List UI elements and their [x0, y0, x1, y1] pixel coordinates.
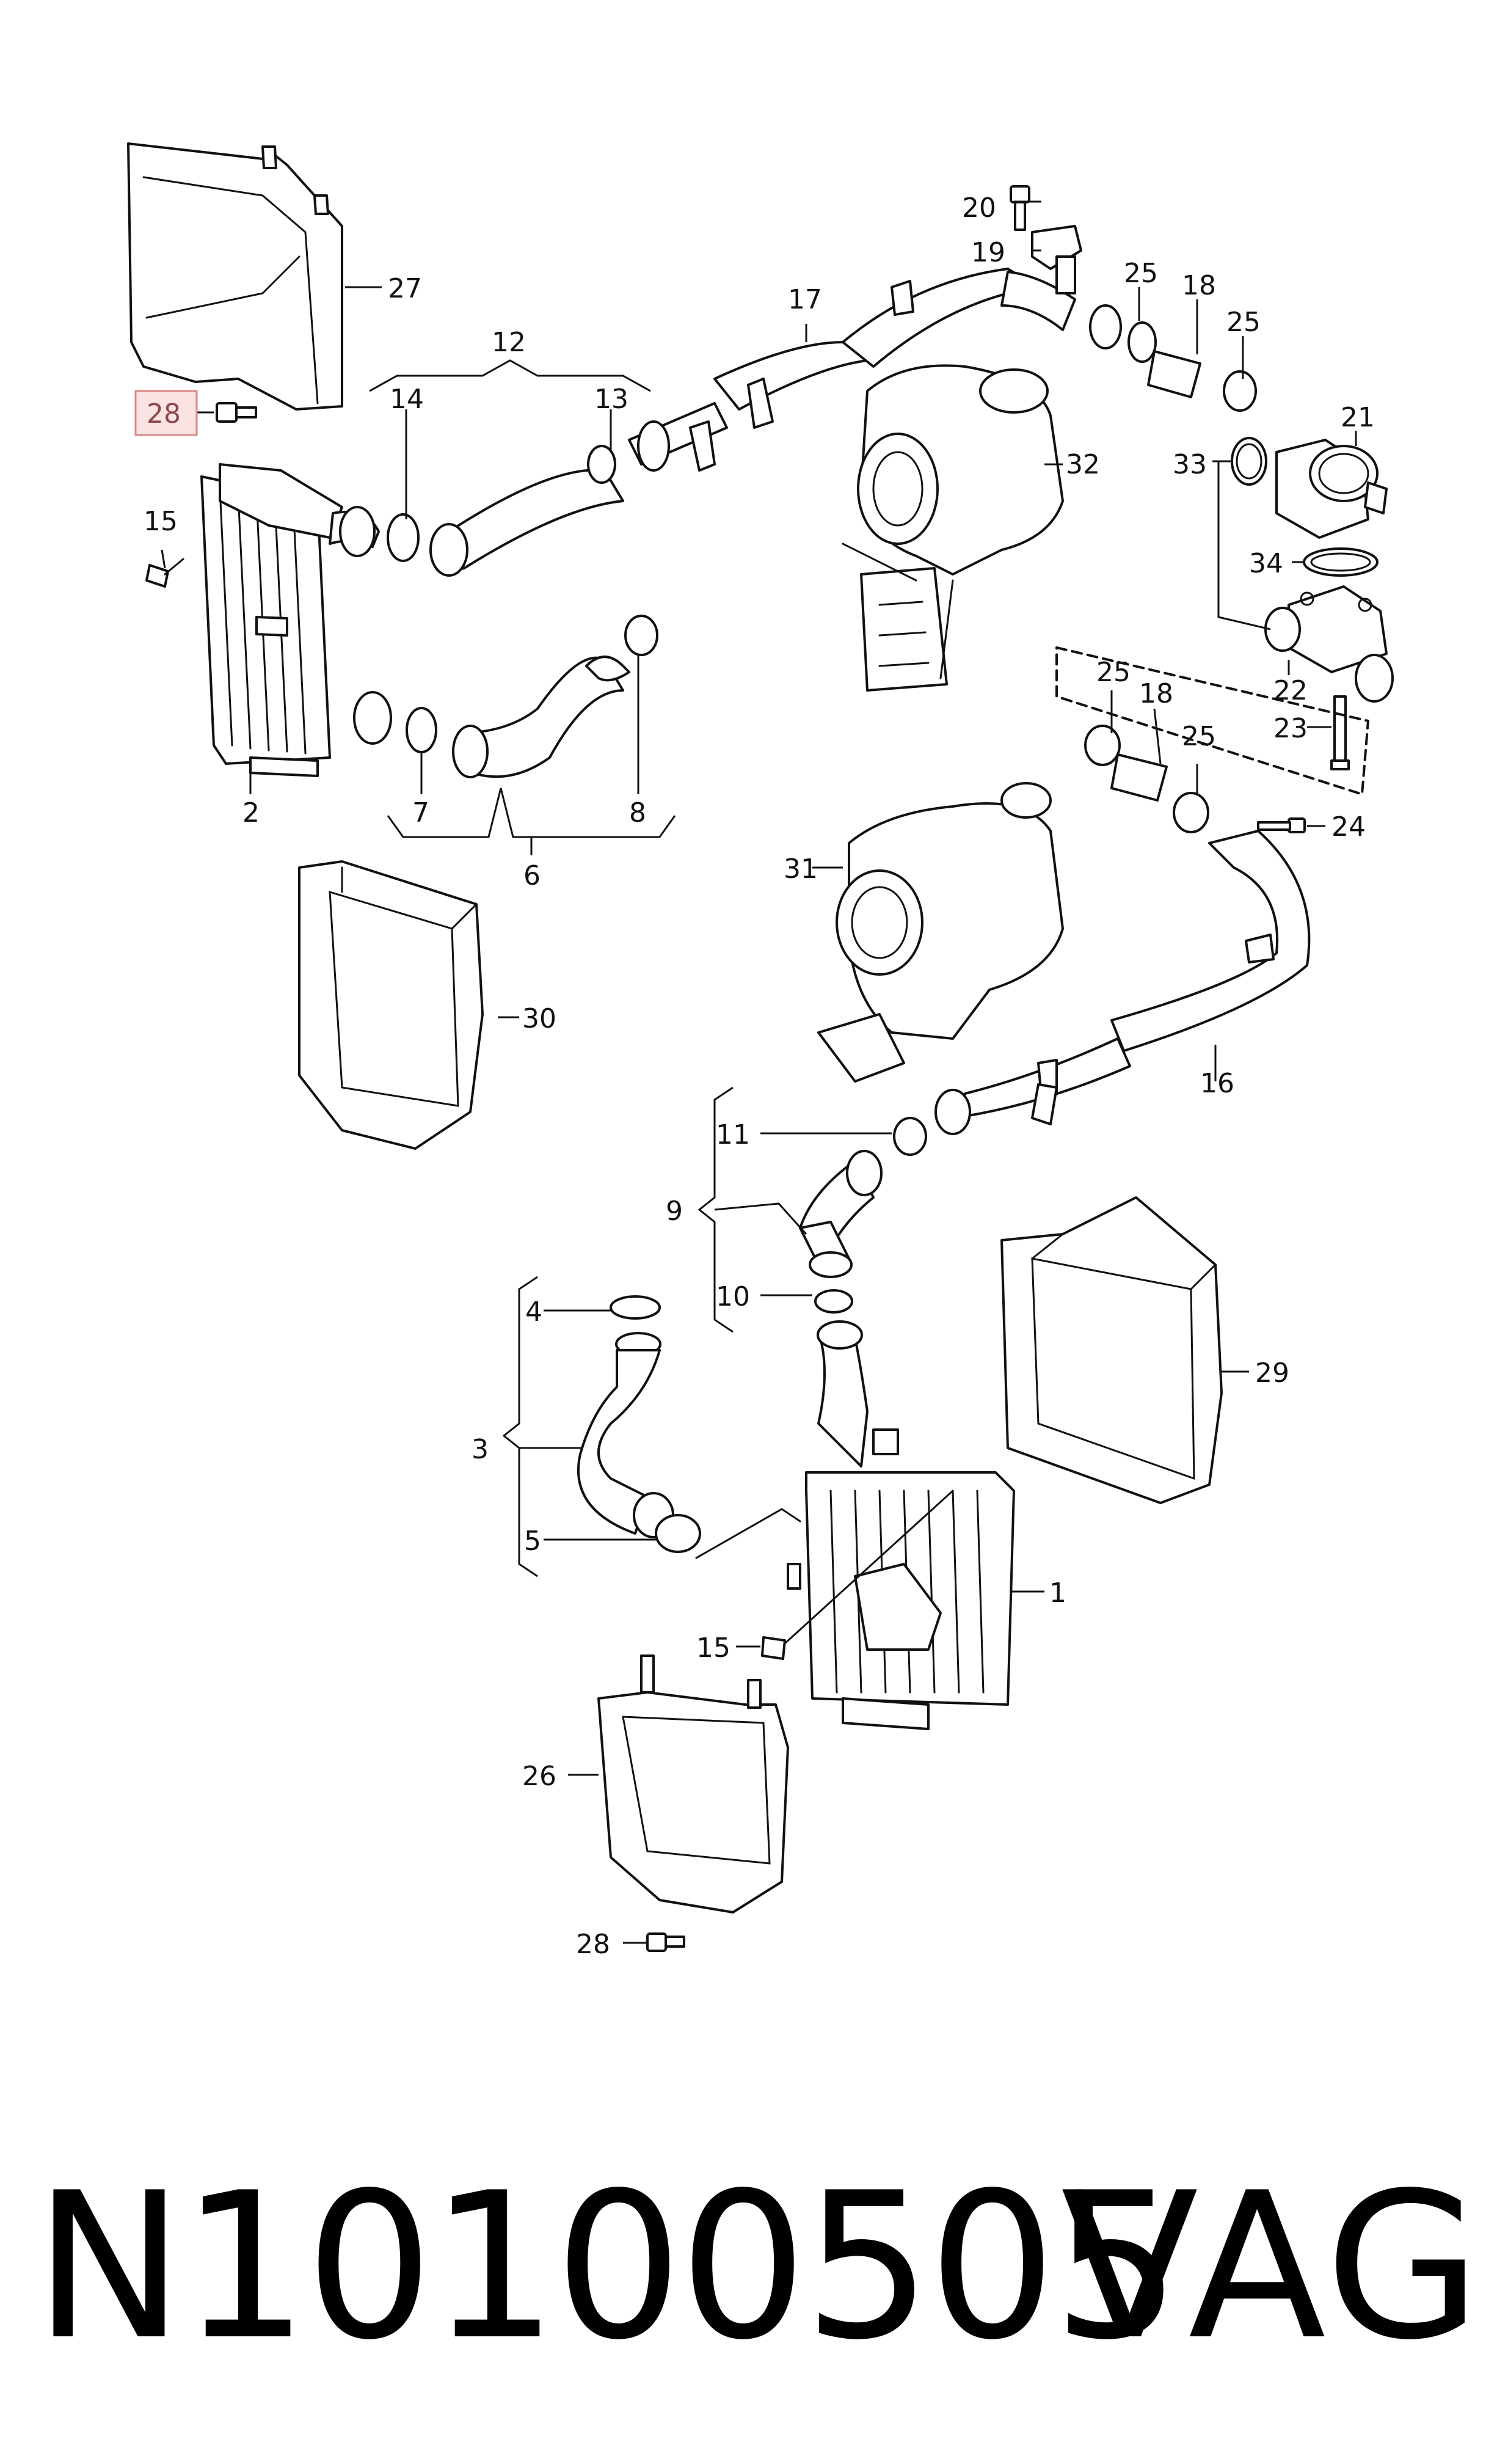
callout-16: 16: [1200, 1068, 1234, 1099]
intercooler-left: [200, 463, 343, 777]
hose-6: [353, 615, 658, 778]
callout-9: 9: [666, 1196, 683, 1227]
callout-15-right: 15: [696, 1632, 730, 1664]
callout-14: 14: [390, 384, 424, 415]
callout-6: 6: [523, 860, 541, 891]
sleeve-18-upper: [1089, 304, 1257, 412]
bolt-24: [1257, 817, 1306, 833]
callout-4: 4: [525, 1296, 542, 1328]
air-guide-29: [1000, 1196, 1223, 1504]
callout-1: 1: [1049, 1577, 1066, 1609]
brand-label: VAG: [1060, 2149, 1484, 2384]
hose-3: [577, 1295, 801, 1559]
callout-34: 34: [1249, 548, 1283, 579]
pipe-17-lower-section: [628, 402, 728, 472]
callout-28-upper: 28: [147, 398, 181, 430]
callout-22: 22: [1273, 675, 1308, 706]
exploded-parts-diagram: 27 28 12 14 13 15 2 7 8 6 17 20 19 25 18…: [127, 142, 1394, 1960]
seal-33: [1231, 437, 1267, 486]
highlight-box-28: [134, 390, 198, 436]
callout-2: 2: [242, 797, 260, 828]
air-guide-26: [597, 1654, 789, 1914]
turbocharger-31: [817, 782, 1064, 1083]
air-guide-30: [298, 860, 484, 1150]
callout-24: 24: [1331, 811, 1366, 843]
callout-19: 19: [971, 237, 1005, 268]
callout-33: 33: [1173, 449, 1207, 480]
bolt-20: [1010, 185, 1030, 231]
footer: N10100505 VAG: [0, 2138, 1508, 2395]
callout-labels: 27 28 12 14 13 15 2 7 8 6 17 20 19 25 18…: [144, 192, 1375, 1960]
callout-31: 31: [784, 854, 818, 885]
bolt-28-upper: [216, 402, 257, 423]
leader-lines: [161, 200, 1357, 1944]
callout-5: 5: [524, 1526, 541, 1557]
intercooler-right: [787, 1320, 1015, 1730]
callout-30: 30: [522, 1003, 556, 1034]
callout-25-top-right: 25: [1226, 307, 1261, 338]
bolt-23: [1330, 695, 1350, 770]
callout-32: 32: [1066, 449, 1100, 480]
seal-34: [1303, 547, 1379, 577]
callout-8: 8: [629, 797, 646, 828]
callout-13: 13: [594, 384, 628, 415]
sleeve-18-lower: [1055, 646, 1369, 833]
callout-25-mid-right: 25: [1182, 721, 1216, 752]
air-guide-upper: [127, 142, 343, 411]
callout-11: 11: [716, 1119, 750, 1150]
callout-21: 21: [1341, 402, 1375, 433]
callout-25-mid-left: 25: [1096, 657, 1131, 688]
callout-7: 7: [412, 797, 429, 828]
bolt-15-left: [145, 558, 184, 588]
callout-29: 29: [1255, 1358, 1289, 1389]
callout-12: 12: [492, 327, 526, 358]
callout-3: 3: [472, 1434, 489, 1465]
pipe-17: [713, 268, 1076, 429]
hose-9: [799, 1117, 927, 1314]
part-number: N10100505: [34, 2149, 1181, 2384]
callout-27: 27: [388, 273, 422, 304]
callout-28-lower: 28: [576, 1929, 610, 1960]
callout-18-lower: 18: [1139, 678, 1173, 709]
sensor-19: [1031, 225, 1082, 294]
callout-26: 26: [522, 1761, 556, 1792]
callout-25-top-left: 25: [1124, 258, 1158, 289]
turbocharger-32: [842, 364, 1064, 692]
callout-18-upper: 18: [1182, 270, 1216, 301]
flange-22: [1264, 585, 1394, 703]
callout-20: 20: [962, 192, 996, 224]
pipe-16: [934, 830, 1311, 1135]
throttle-body-21: [1275, 439, 1388, 539]
callout-15-left: 15: [144, 506, 178, 537]
callout-10: 10: [716, 1281, 750, 1312]
bolt-28-lower: [646, 1932, 685, 1952]
callout-17: 17: [788, 284, 822, 315]
bolt-15-right: [761, 1490, 954, 1660]
hose-12: [329, 445, 624, 577]
callout-23: 23: [1273, 713, 1308, 744]
